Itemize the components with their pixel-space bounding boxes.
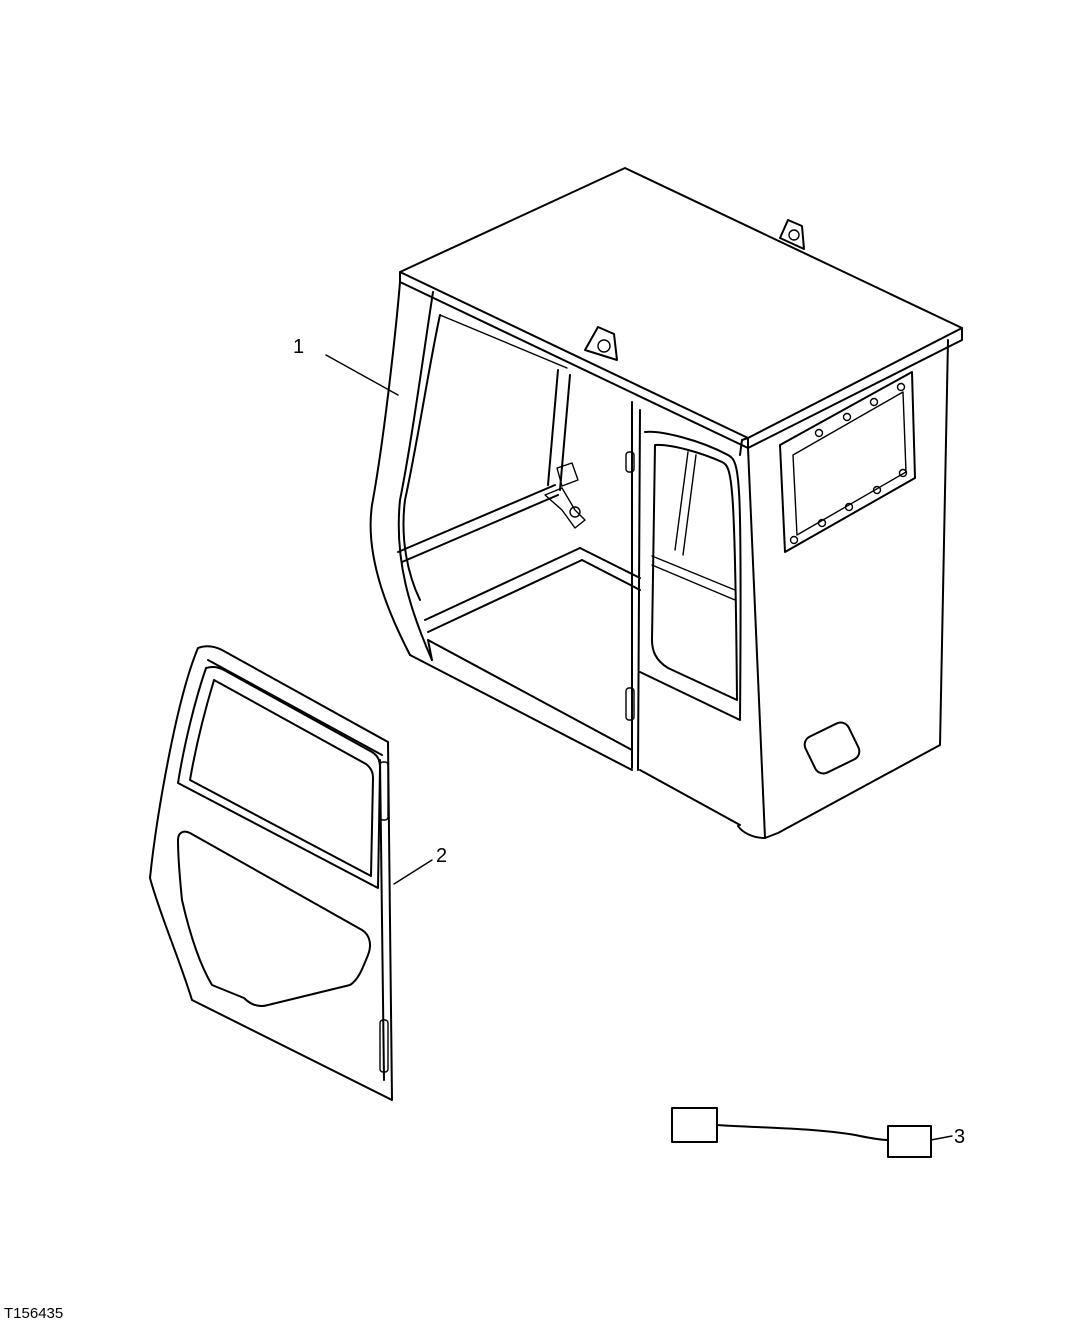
callout-leader-3	[930, 1135, 953, 1141]
door-illustration	[149, 645, 393, 1101]
callout-leader-2	[393, 859, 433, 885]
cab-illustration	[369, 167, 963, 839]
callout-label-2: 2	[436, 845, 447, 867]
callout-label-3: 3	[954, 1126, 965, 1148]
figure-id: T156435	[4, 1305, 63, 1322]
callout-label-1: 1	[293, 336, 304, 358]
callout-leader-1	[325, 354, 399, 396]
harness-illustration	[671, 1107, 932, 1158]
